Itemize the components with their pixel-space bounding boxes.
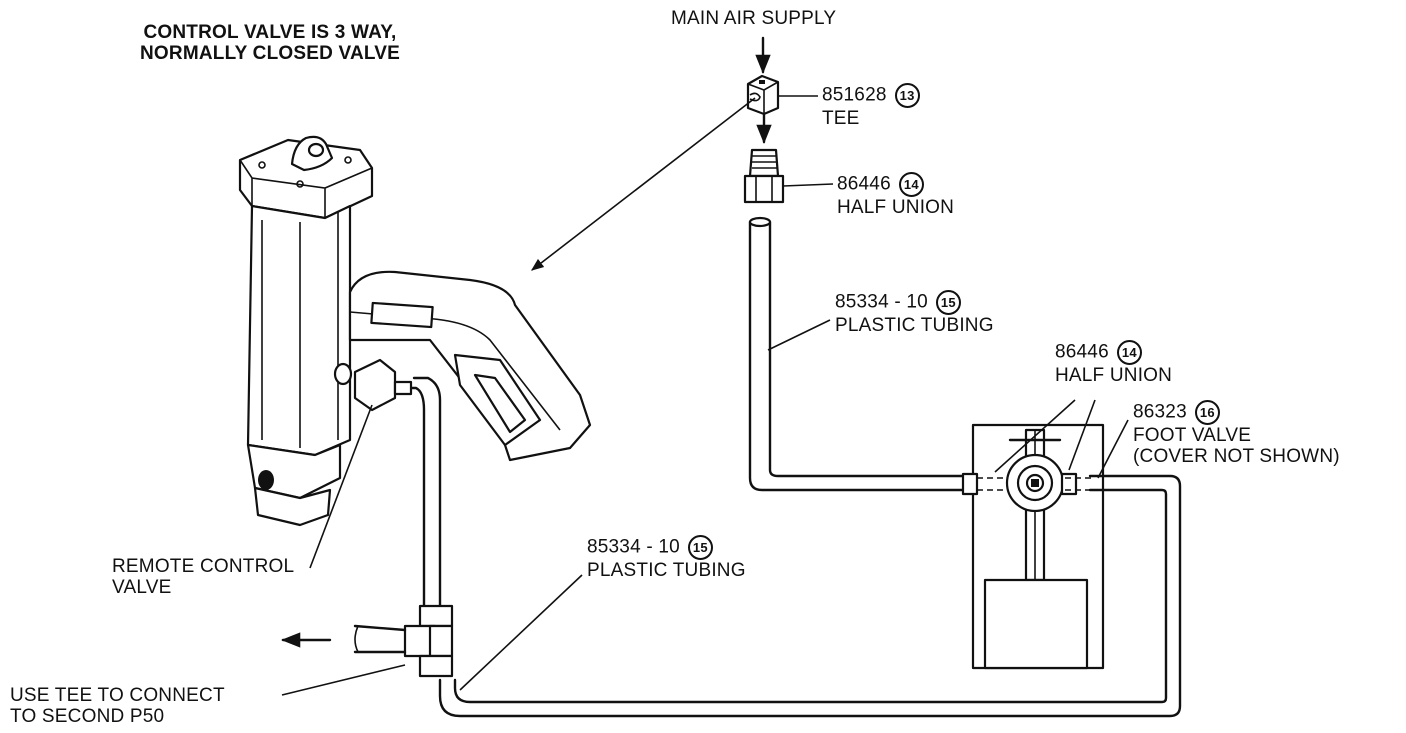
half-union-top-part-number: 86446 (837, 173, 891, 195)
half-union-right-name: HALF UNION (1055, 365, 1173, 386)
tubing-right-outer (748, 220, 967, 492)
half-union-top (743, 148, 785, 204)
leader-half-union-top (782, 183, 834, 187)
callout-tee-top: 851628 13 TEE (822, 83, 920, 129)
leader-half-union-right (1068, 399, 1096, 471)
callout-number-14-right: 14 (1116, 340, 1142, 365)
callout-number-14-top: 14 (898, 172, 924, 197)
use-tee-line-2: TO SECOND P50 (10, 706, 165, 727)
half-union-top-name: HALF UNION (837, 197, 955, 218)
hose-second-p50 (353, 624, 407, 654)
tee-fitting-top (746, 74, 780, 116)
callout-number-15-bottom: 15 (687, 535, 713, 560)
tee-location-arrow (530, 97, 756, 271)
callout-foot-valve: 86323 16 FOOT VALVE (COVER NOT SHOWN) (1133, 400, 1340, 467)
foot-valve-drawing (961, 423, 1105, 670)
use-tee-line-1: USE TEE TO CONNECT (10, 685, 225, 706)
tubing-right-part-number: 85334 - 10 (835, 291, 928, 313)
p50-tool-body (238, 135, 592, 527)
leader-tubing-bottom (459, 574, 583, 691)
callout-half-union-top: 86446 14 HALF UNION (837, 172, 954, 218)
tubing-up-left (408, 386, 426, 612)
tubing-bottom-inner (453, 488, 1168, 704)
leader-foot-valve (1097, 419, 1129, 479)
tubing-bottom-name: PLASTIC TUBING (587, 560, 746, 581)
callout-use-tee: USE TEE TO CONNECT TO SECOND P50 (10, 685, 225, 727)
callout-tubing-right: 85334 - 10 15 PLASTIC TUBING (835, 290, 994, 336)
leader-use-tee (281, 664, 406, 696)
tubing-up-right (412, 376, 442, 612)
callout-tubing-bottom: 85334 - 10 15 PLASTIC TUBING (587, 535, 746, 581)
foot-valve-note: (COVER NOT SHOWN) (1133, 446, 1340, 467)
callout-half-union-right: 86446 14 HALF UNION (1055, 340, 1172, 386)
tee-name: TEE (822, 108, 860, 129)
header-note: CONTROL VALVE IS 3 WAY, NORMALLY CLOSED … (140, 22, 400, 64)
tee-part-number: 851628 (822, 84, 887, 106)
header-line-2: NORMALLY CLOSED VALVE (140, 43, 401, 64)
remote-valve-line-2: VALVE (112, 577, 172, 598)
header-line-1: CONTROL VALVE IS 3 WAY, (143, 22, 397, 43)
tubing-bottom-outer (438, 474, 1182, 718)
callout-remote-valve: REMOTE CONTROL VALVE (112, 556, 294, 598)
tubing-bottom-part-number: 85334 - 10 (587, 536, 680, 558)
leader-tubing-right (767, 319, 831, 351)
foot-valve-part-number: 86323 (1133, 401, 1187, 423)
callout-number-13: 13 (894, 83, 920, 108)
callout-number-16: 16 (1194, 400, 1220, 425)
main-air-label: MAIN AIR SUPPLY (671, 8, 837, 29)
leader-remote-valve (309, 404, 373, 569)
tubing-right-name: PLASTIC TUBING (835, 315, 994, 336)
tubing-right-inner (768, 220, 967, 478)
tee-fitting-bottom (403, 604, 454, 678)
leader-half-union-left (994, 399, 1076, 473)
callout-number-15-right: 15 (935, 290, 961, 315)
half-union-right-part-number: 86446 (1055, 341, 1109, 363)
foot-valve-name: FOOT VALVE (1133, 425, 1252, 446)
remote-valve-line-1: REMOTE CONTROL (112, 556, 295, 577)
